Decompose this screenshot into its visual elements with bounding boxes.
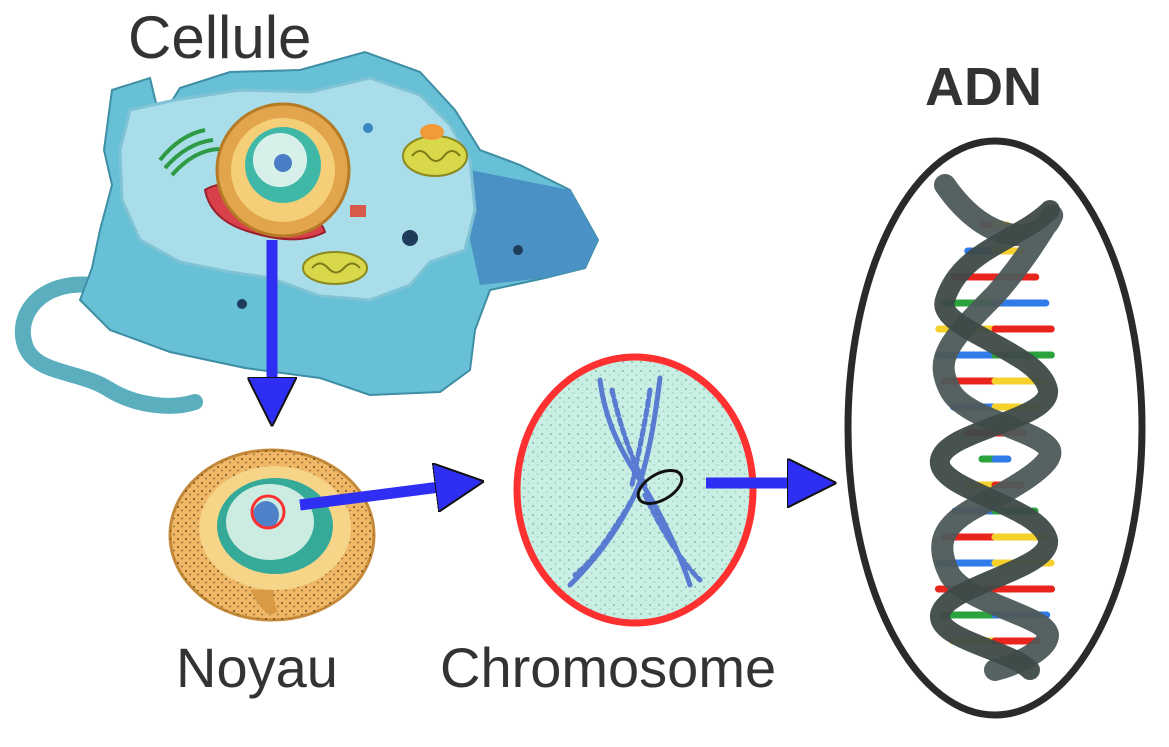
chromosome-highlight-oval — [636, 469, 684, 505]
dna-strand-b — [930, 200, 1060, 680]
dna-label: ADN — [925, 57, 1042, 117]
cell-label: Cellule — [128, 4, 312, 71]
dna-double-helix-icon — [844, 137, 1146, 719]
cell-illustration — [14, 50, 600, 414]
nucleus-highlight-circle — [250, 494, 286, 530]
arrows — [272, 240, 792, 505]
nucleus-illustration — [168, 448, 376, 622]
nucleus-label: Noyau — [176, 636, 338, 699]
chromosome-illustration — [513, 353, 757, 627]
flagellum — [14, 276, 203, 414]
chromosome-label: Chromosome — [440, 636, 777, 699]
arrow-icon — [299, 487, 440, 505]
